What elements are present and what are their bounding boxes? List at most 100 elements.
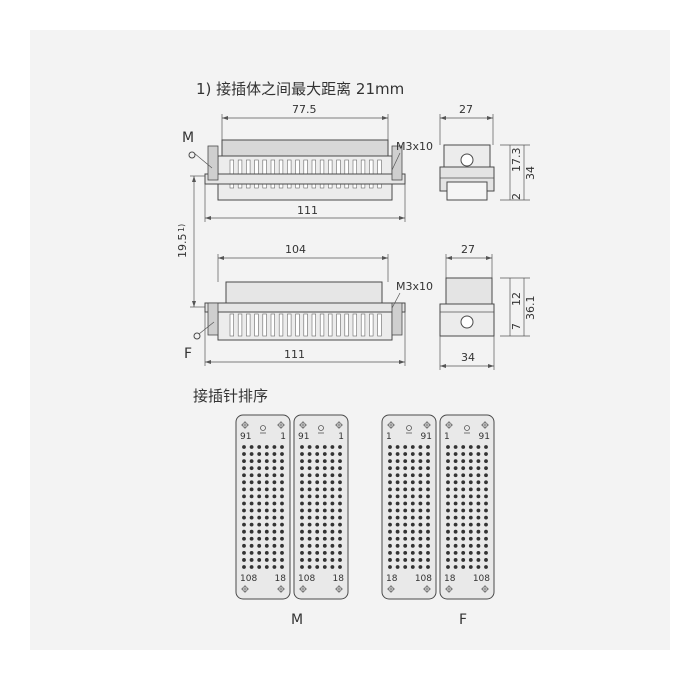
pin-dot <box>330 522 335 527</box>
pin-dot <box>403 536 408 541</box>
pin-dot <box>418 536 423 541</box>
pin-dot <box>484 480 488 485</box>
pin-dot <box>322 550 327 555</box>
pin-dot <box>446 459 450 464</box>
pin-dot <box>257 543 262 548</box>
pin-dot <box>307 487 312 492</box>
pin-label-top-right: 91 <box>421 432 432 442</box>
screw-icon <box>241 585 249 593</box>
pin-dot <box>280 515 284 520</box>
pin-dot <box>484 558 488 562</box>
pin-dot <box>446 480 450 485</box>
pin-dot <box>322 487 327 492</box>
pin-dot <box>264 480 269 485</box>
pin-dot <box>242 529 246 534</box>
pin-dot <box>272 536 277 541</box>
screw-icon <box>387 421 395 429</box>
pin-dot <box>257 536 262 541</box>
pin-dot <box>315 494 320 499</box>
pin-dot <box>280 480 284 485</box>
pin-dot <box>300 452 304 456</box>
pin-dot <box>307 508 312 513</box>
pin-dot <box>484 494 488 499</box>
pin-dot <box>322 494 327 499</box>
pin-dot <box>300 466 304 471</box>
pin-dot <box>249 480 254 485</box>
pin-label-bottom-right: 108 <box>473 574 490 584</box>
pin-dot <box>280 529 284 534</box>
pin-dot <box>410 480 415 485</box>
pin-dot <box>307 522 312 527</box>
ground-symbol-icon <box>193 332 201 340</box>
pin-dot <box>446 473 450 478</box>
pin-dot <box>418 529 423 534</box>
pin-dot <box>338 459 342 464</box>
pin-label-top-right: 1 <box>280 432 286 442</box>
pin-label-bottom-right: 18 <box>333 574 345 584</box>
pin-dot <box>249 445 254 449</box>
top-side-h2-label: 34 <box>524 166 537 180</box>
pin-dot <box>257 459 262 464</box>
pin-dot <box>322 445 327 449</box>
pin-dot <box>272 494 277 499</box>
pin-dot <box>280 522 284 527</box>
pin-dot <box>272 543 277 548</box>
pin-dot <box>461 459 466 464</box>
pin-dot <box>468 550 473 555</box>
pin-dot <box>410 508 415 513</box>
pin-dot <box>242 494 246 499</box>
pin-dot <box>395 536 400 541</box>
pin-dot <box>315 536 320 541</box>
pin-dot <box>388 529 392 534</box>
pin-dot <box>388 445 392 449</box>
top-side-width-label: 27 <box>459 103 473 116</box>
pin-dot <box>426 501 430 506</box>
pin-dot <box>322 565 327 569</box>
pin-dot <box>418 487 423 492</box>
screw-icon <box>445 421 453 429</box>
pin-dot <box>242 543 246 548</box>
pin-dot <box>426 480 430 485</box>
pin-dot <box>410 459 415 464</box>
pin-dot <box>426 522 430 527</box>
pin-dot <box>484 522 488 527</box>
pin-dot <box>410 529 415 534</box>
pin-label-bottom-right: 108 <box>415 574 432 584</box>
pin-dot <box>330 466 335 471</box>
pin-label-bottom-left: 108 <box>240 574 257 584</box>
pin-dot <box>426 494 430 499</box>
pin-dot <box>272 480 277 485</box>
screw-icon <box>423 585 431 593</box>
pin-dot <box>418 494 423 499</box>
pin-dot <box>242 459 246 464</box>
pin-dot <box>468 558 473 562</box>
pin-dot <box>264 529 269 534</box>
pin-dot <box>468 480 473 485</box>
pin-dot <box>264 501 269 506</box>
pin-label-bottom-left: 108 <box>298 574 315 584</box>
pin-dot <box>249 515 254 520</box>
pin-dot <box>468 459 473 464</box>
pin-dot <box>453 480 458 485</box>
pin-dot <box>418 473 423 478</box>
pin-dot <box>307 558 312 562</box>
pin-dot <box>461 558 466 562</box>
gap-label: 19.5 <box>176 234 189 259</box>
pin-dot <box>307 473 312 478</box>
pin-dot <box>388 459 392 464</box>
pin-label-top-left: 91 <box>298 432 309 442</box>
pin-dot <box>446 565 450 569</box>
pin-label-bottom-right: 18 <box>275 574 287 584</box>
pin-dot <box>476 522 481 527</box>
screw-icon <box>481 585 489 593</box>
pin-dot <box>461 515 466 520</box>
pin-dot <box>338 508 342 513</box>
pin-dot <box>300 494 304 499</box>
pin-dot <box>453 452 458 456</box>
pin-dot <box>307 543 312 548</box>
pin-dot <box>410 487 415 492</box>
screw-icon <box>299 585 307 593</box>
pin-dot <box>453 445 458 449</box>
pin-dot <box>446 501 450 506</box>
pin-dot <box>461 565 466 569</box>
